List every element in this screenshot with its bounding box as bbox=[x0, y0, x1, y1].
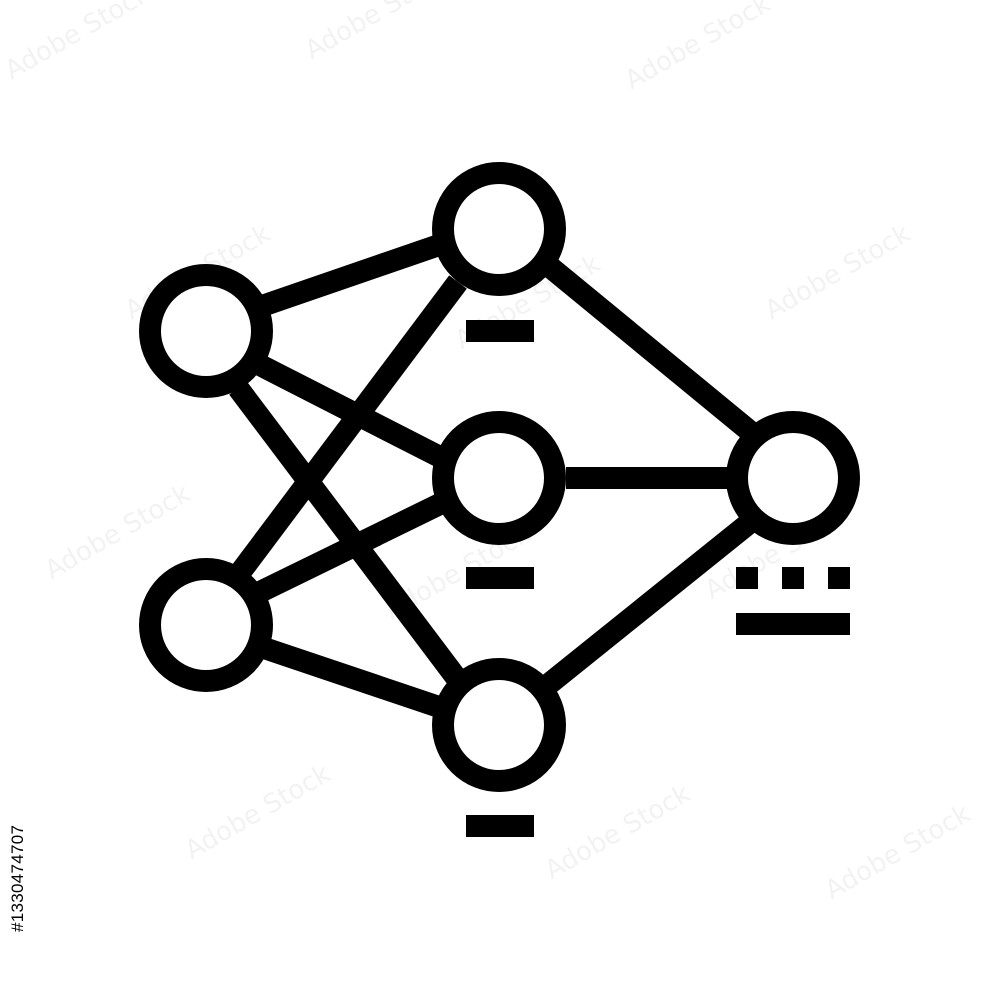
input-node bbox=[139, 558, 273, 692]
connection-edge bbox=[537, 507, 765, 697]
output-label-dot bbox=[736, 567, 758, 589]
connection-edge bbox=[255, 492, 449, 602]
hidden-node-label-dash bbox=[466, 815, 534, 837]
stock-id-text: #1330474707 bbox=[8, 824, 27, 932]
stock-id-watermark: #1330474707 bbox=[8, 752, 30, 932]
connection-edge bbox=[260, 637, 446, 719]
hidden-node-label-dash bbox=[466, 567, 534, 589]
connection-edge bbox=[258, 233, 446, 317]
hidden-node bbox=[432, 162, 566, 296]
output-label-dot bbox=[828, 567, 850, 589]
connection-edge bbox=[227, 275, 467, 585]
hidden-node-label-dash bbox=[466, 320, 534, 342]
hidden-node bbox=[432, 411, 566, 545]
connection-edge bbox=[537, 253, 765, 447]
input-node bbox=[139, 264, 273, 398]
output-label-bar bbox=[736, 613, 850, 635]
output-node bbox=[726, 411, 860, 545]
output-label-dot bbox=[782, 567, 804, 589]
hidden-node bbox=[432, 658, 566, 792]
